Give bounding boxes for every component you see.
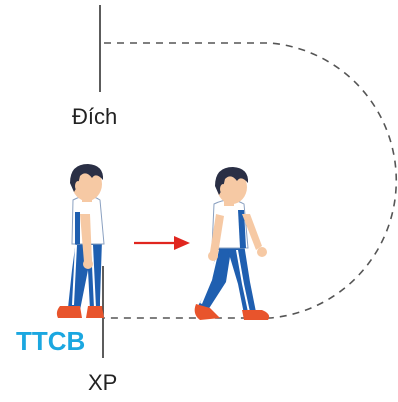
finish-label: Đích [72,104,118,129]
boy-walking-icon [194,167,270,320]
boy-standing-icon [56,164,105,318]
walking-track [104,42,398,319]
arrow-right-icon [134,236,190,250]
ready-position-label: TTCB [16,326,86,356]
start-label: XP [88,370,118,395]
